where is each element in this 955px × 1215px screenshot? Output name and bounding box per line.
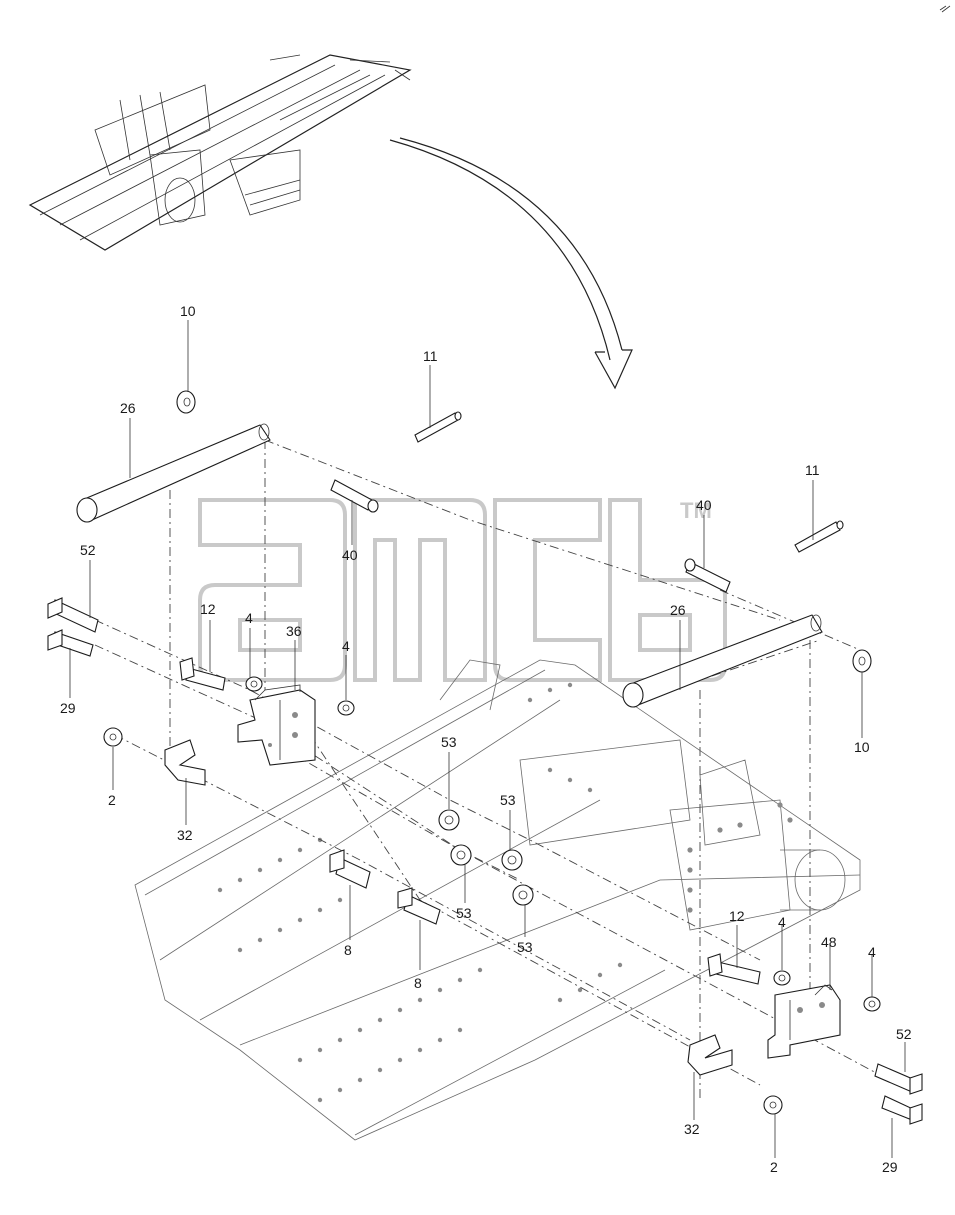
callout-32-left: 32 <box>177 827 193 843</box>
callout-10-left: 10 <box>180 303 196 319</box>
bolt-40-right <box>684 558 731 593</box>
chassis-frame <box>134 659 861 1141</box>
tube-26-right <box>622 614 823 708</box>
callout-4-right-b: 4 <box>868 944 876 960</box>
bolt-52-left <box>47 597 99 633</box>
callout-53-a: 53 <box>441 734 457 750</box>
corner-mark <box>939 5 951 13</box>
leader-lines <box>69 320 906 1158</box>
callout-40-left: 40 <box>342 547 358 563</box>
bolt-40-left <box>330 479 379 513</box>
pin-11-left <box>414 411 462 443</box>
callout-4-right-a: 4 <box>778 914 786 930</box>
nut-2-right <box>763 1095 783 1115</box>
nut-4-left-a <box>245 676 263 692</box>
nut-53-d <box>512 884 534 906</box>
nut-4-right-a <box>773 970 791 986</box>
nut-53-c <box>501 849 523 871</box>
callout-2-left: 2 <box>108 792 116 808</box>
parts-right <box>622 520 923 1125</box>
nut-4-left-b <box>337 700 355 716</box>
nut-53-b <box>450 844 472 866</box>
callout-52-right: 52 <box>896 1026 912 1042</box>
bolt-29-right <box>881 1095 923 1125</box>
callout-29-left: 29 <box>60 700 76 716</box>
nut-4-right-b <box>863 996 881 1012</box>
clip-32-left <box>164 739 206 786</box>
callout-40-right: 40 <box>696 497 712 513</box>
bolt-52-right <box>874 1063 923 1095</box>
callout-52-left: 52 <box>80 542 96 558</box>
chassis-overview-illustration <box>28 54 412 251</box>
assembly-lines <box>94 439 881 1100</box>
callout-11-right: 11 <box>805 462 820 478</box>
frame-holes <box>217 682 793 1103</box>
pin-12-left <box>179 657 226 691</box>
bolt-8-a <box>329 849 371 889</box>
clip-32-right <box>687 1034 733 1076</box>
bracket-48 <box>767 984 841 1059</box>
callout-53-b: 53 <box>456 905 472 921</box>
callout-26-left: 26 <box>120 400 136 416</box>
bolt-29-left <box>47 629 94 657</box>
bolt-8-b <box>397 887 441 925</box>
callout-12-right: 12 <box>729 908 745 924</box>
callout-53-c: 53 <box>500 792 516 808</box>
callout-11-left: 11 <box>423 348 438 364</box>
washer-10-right <box>852 649 872 673</box>
watermark-tm: TM <box>680 498 712 523</box>
callout-2-right: 2 <box>770 1159 778 1175</box>
watermark-logo: TM <box>198 498 727 682</box>
zoom-arrow <box>389 137 633 390</box>
callout-29-right: 29 <box>882 1159 898 1175</box>
callout-12-left: 12 <box>200 601 216 617</box>
callout-32-right: 32 <box>684 1121 700 1137</box>
callout-48: 48 <box>821 934 837 950</box>
callout-numbers: 10 11 26 40 52 29 12 4 36 4 2 32 53 53 5… <box>60 303 912 1175</box>
pin-11-right <box>794 520 844 553</box>
callout-8-b: 8 <box>414 975 422 991</box>
callout-36: 36 <box>286 623 302 639</box>
callout-26-right: 26 <box>670 602 686 618</box>
callout-4-left-a: 4 <box>245 610 253 626</box>
bracket-36 <box>237 684 316 766</box>
callout-53-d: 53 <box>517 939 533 955</box>
callout-10-right: 10 <box>854 739 870 755</box>
pin-12-right <box>707 953 761 985</box>
parts-left <box>47 390 534 925</box>
washer-10-left <box>176 390 196 414</box>
nut-53-a <box>438 809 460 831</box>
tube-26-left <box>76 423 271 523</box>
callout-4-left-b: 4 <box>342 638 350 654</box>
callout-8-a: 8 <box>344 942 352 958</box>
nut-2-left <box>103 727 123 747</box>
